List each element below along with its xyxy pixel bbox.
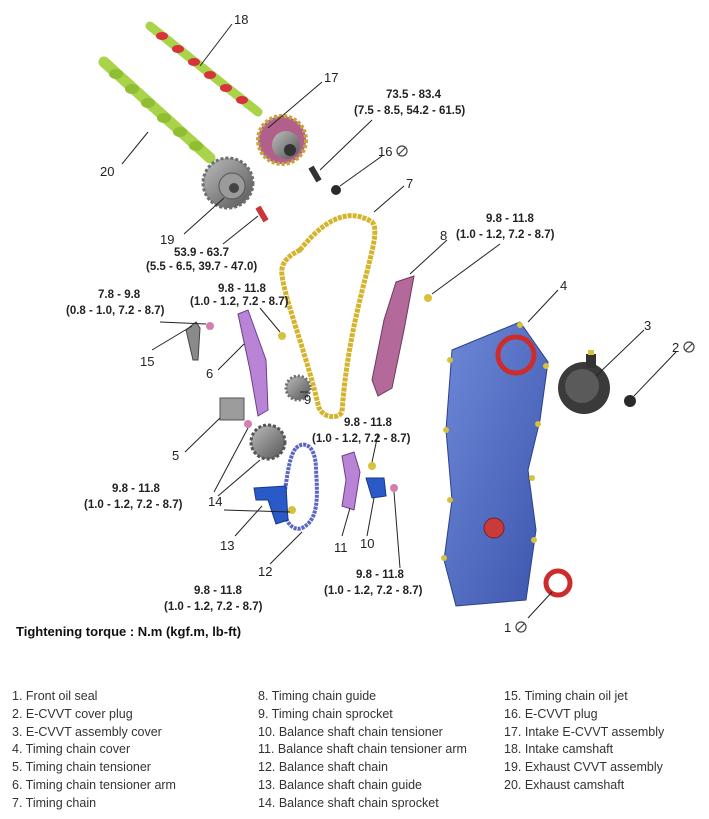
- callout-13: 13: [220, 538, 234, 553]
- legend-item: 11. Balance shaft chain tensioner arm: [258, 742, 467, 757]
- oil-jet-bolt: [206, 322, 214, 330]
- legend-item: 12. Balance shaft chain: [258, 760, 388, 775]
- legend-item: 6. Timing chain tensioner arm: [12, 777, 176, 792]
- callout-19: 19: [160, 232, 174, 247]
- intake-ecvvt-assembly: [256, 114, 308, 166]
- legend-item: 13. Balance shaft chain guide: [258, 777, 423, 792]
- torque-5-line2: (1.0 - 1.2, 7.2 - 8.7): [84, 499, 183, 511]
- torque-10-line2: (1.0 - 1.2, 7.2 - 8.7): [324, 585, 423, 597]
- callout-16: 16: [378, 144, 392, 159]
- timing-chain-cover: [441, 321, 549, 607]
- callout-14: 14: [208, 494, 222, 509]
- torque-11-line1: 9.8 - 11.8: [344, 417, 393, 429]
- legend-column-1: 1. Front oil seal 2. E-CVVT cover plug 3…: [12, 688, 252, 813]
- torque-19-line1: 53.9 - 63.7: [174, 247, 229, 259]
- balance-shaft-chain: [281, 442, 319, 531]
- exhaust-camshaft: [98, 56, 216, 164]
- callout-6: 6: [206, 366, 213, 381]
- timing-chain-tensioner: [219, 397, 252, 428]
- callout-17: 17: [324, 70, 338, 85]
- timing-chain-guide: [371, 275, 415, 397]
- balance-shaft-chain-sprocket: [249, 423, 287, 461]
- legend-item: 4. Timing chain cover: [12, 742, 131, 757]
- legend-item: 2. E-CVVT cover plug: [12, 706, 133, 721]
- cvvt-bolt: [255, 205, 269, 223]
- balance-shaft-chain-guide: [253, 485, 289, 525]
- timing-chain-sprocket: [284, 374, 312, 402]
- legend-item: 18. Intake camshaft: [504, 742, 614, 757]
- torque-unit-note: Tightening torque : N.m (kgf.m, lb-ft): [16, 624, 242, 639]
- bs-arm-bolt: [368, 462, 376, 470]
- legend-item: 8. Timing chain guide: [258, 689, 377, 703]
- guide-bolt: [424, 294, 432, 302]
- front-oil-seal: [543, 568, 573, 598]
- legend-column-3: 15. Timing chain oil jet 16. E-CVVT plug…: [504, 688, 709, 795]
- torque-6-line1: 9.8 - 11.8: [218, 283, 267, 295]
- no-reuse-icon: [396, 145, 408, 157]
- callout-2: 2: [672, 340, 679, 355]
- legend-item: 1. Front oil seal: [12, 689, 98, 703]
- timing-chain-oil-jet: [185, 321, 201, 361]
- callout-8: 8: [440, 228, 447, 243]
- torque-15-line1: 7.8 - 9.8: [98, 289, 141, 301]
- callout-3: 3: [644, 318, 651, 333]
- balance-shaft-tensioner-arm: [341, 451, 361, 511]
- torque-6-line2: (1.0 - 1.2, 7.2 - 8.7): [190, 296, 289, 308]
- timing-chain: [279, 213, 378, 420]
- legend-item: 10. Balance shaft chain tensioner: [258, 724, 443, 739]
- callout-15: 15: [140, 354, 154, 369]
- ecvvt-bolt: [308, 165, 322, 183]
- bs-tensioner-bolt: [390, 484, 398, 492]
- torque-13-line1: 9.8 - 11.8: [194, 585, 243, 597]
- callout-18: 18: [234, 12, 248, 27]
- torque-13-line2: (1.0 - 1.2, 7.2 - 8.7): [164, 601, 263, 613]
- torque-19-line2: (5.5 - 6.5, 39.7 - 47.0): [146, 261, 257, 273]
- legend-item: 9. Timing chain sprocket: [258, 706, 393, 721]
- legend-item: 16. E-CVVT plug: [504, 706, 598, 721]
- callout-20: 20: [100, 164, 114, 179]
- torque-8-line2: (1.0 - 1.2, 7.2 - 8.7): [456, 229, 555, 241]
- bs-guide-bolt: [288, 506, 296, 514]
- legend-item: 15. Timing chain oil jet: [504, 689, 628, 703]
- torque-17-line1: 73.5 - 83.4: [386, 89, 442, 101]
- torque-5-line1: 9.8 - 11.8: [112, 483, 161, 495]
- exploded-view-diagram: 18 17 20 19 16 7 8 4 3 2 15 6 9 5 14 13 …: [66, 12, 695, 635]
- torque-8-line1: 9.8 - 11.8: [486, 213, 535, 225]
- callout-4: 4: [560, 278, 567, 293]
- no-reuse-icon: [515, 621, 527, 633]
- callout-1: 1: [504, 620, 511, 635]
- callout-10: 10: [360, 536, 374, 551]
- legend-item: 19. Exhaust CVVT assembly: [504, 760, 663, 775]
- legend-item: 5. Timing chain tensioner: [12, 760, 151, 775]
- ecvvt-cover-plug: [624, 395, 636, 407]
- legend-item: 14. Balance shaft chain sprocket: [258, 795, 439, 810]
- exhaust-cvvt-assembly: [201, 156, 255, 210]
- balance-shaft-chain-tensioner: [365, 477, 387, 499]
- legend-item: 7. Timing chain: [12, 795, 97, 810]
- callout-7: 7: [406, 176, 413, 191]
- torque-15-line2: (0.8 - 1.0, 7.2 - 8.7): [66, 305, 165, 317]
- callout-12: 12: [258, 564, 272, 579]
- legend-item: 3. E-CVVT assembly cover: [12, 724, 162, 739]
- intake-camshaft: [145, 21, 263, 117]
- ecvvt-assembly-cover: [558, 350, 610, 414]
- tensioner-arm-bolt: [278, 332, 286, 340]
- legend-item: 17. Intake E-CVVT assembly: [504, 724, 665, 739]
- legend-column-2: 8. Timing chain guide 9. Timing chain sp…: [258, 688, 498, 813]
- torque-10-line1: 9.8 - 11.8: [356, 569, 405, 581]
- timing-chain-tensioner-arm: [237, 309, 269, 417]
- callout-5: 5: [172, 448, 179, 463]
- torque-17-line2: (7.5 - 8.5, 54.2 - 61.5): [354, 105, 465, 117]
- callout-9: 9: [304, 392, 311, 407]
- torque-11-line2: (1.0 - 1.2, 7.2 - 8.7): [312, 433, 411, 445]
- callout-11: 11: [334, 540, 348, 555]
- legend-item: 20. Exhaust camshaft: [504, 777, 625, 792]
- ecvvt-plug: [331, 185, 341, 195]
- no-reuse-icon: [683, 341, 695, 353]
